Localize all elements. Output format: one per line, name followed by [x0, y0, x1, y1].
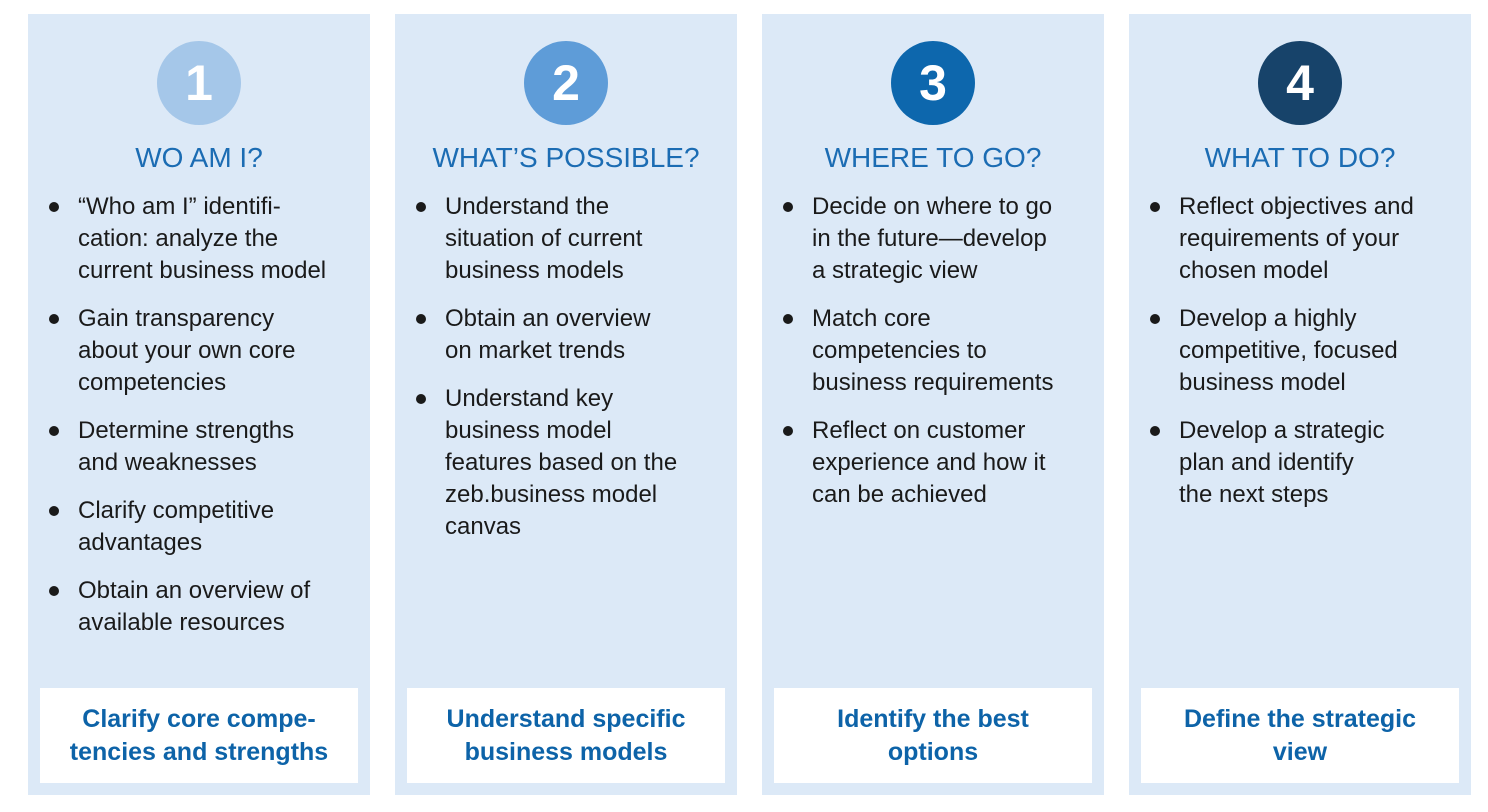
step-bullet-item: Decide on where to go in the future—deve… — [762, 191, 1090, 287]
step-bullet-item: Reflect on customer experience and how i… — [762, 415, 1090, 511]
step-3-number-badge: 3 — [891, 41, 975, 125]
step-4-bullet-list: Reflect objectives and requirements of y… — [1129, 191, 1471, 511]
step-bullet-item: Develop a strategic plan and identify th… — [1129, 415, 1457, 511]
step-bullet-item: Understand key business model features b… — [395, 383, 723, 543]
step-bullet-item: Clarify competitive advantages — [28, 495, 356, 559]
step-1-number-badge: 1 — [157, 41, 241, 125]
step-bullet-item: Gain transparency about your own core co… — [28, 303, 356, 399]
step-bullet-item: “Who am I” identifi- cation: analyze the… — [28, 191, 356, 287]
step-4-number-badge: 4 — [1258, 41, 1342, 125]
step-card-3: 3 WHERE TO GO? Decide on where to go in … — [762, 14, 1104, 795]
step-4-title: WHAT TO DO? — [1204, 142, 1396, 173]
step-1-title: WO AM I? — [135, 142, 263, 173]
step-2-bullet-list: Understand the situation of current busi… — [395, 191, 737, 543]
step-bullet-item: Obtain an overview on market trends — [395, 303, 723, 367]
step-2-callout: Understand specific business models — [407, 688, 725, 783]
step-bullet-item: Match core competencies to business requ… — [762, 303, 1090, 399]
step-bullet-item: Obtain an overview of available resource… — [28, 575, 356, 639]
step-1-bullet-list: “Who am I” identifi- cation: analyze the… — [28, 191, 370, 639]
step-card-4: 4 WHAT TO DO? Reflect objectives and req… — [1129, 14, 1471, 795]
step-bullet-item: Develop a highly competitive, focused bu… — [1129, 303, 1457, 399]
step-bullet-item: Understand the situation of current busi… — [395, 191, 723, 287]
step-2-title: WHAT’S POSSIBLE? — [432, 142, 700, 173]
step-bullet-item: Reflect objectives and requirements of y… — [1129, 191, 1457, 287]
step-4-callout: Define the strategic view — [1141, 688, 1459, 783]
step-3-callout: Identify the best options — [774, 688, 1092, 783]
step-bullet-item: Determine strengths and weaknesses — [28, 415, 356, 479]
step-1-callout: Clarify core compe- tencies and strength… — [40, 688, 358, 783]
step-2-number-badge: 2 — [524, 41, 608, 125]
step-3-title: WHERE TO GO? — [824, 142, 1042, 173]
step-3-bullet-list: Decide on where to go in the future—deve… — [762, 191, 1104, 511]
step-card-2: 2 WHAT’S POSSIBLE? Understand the situat… — [395, 14, 737, 795]
step-card-1: 1 WO AM I? “Who am I” identifi- cation: … — [28, 14, 370, 795]
